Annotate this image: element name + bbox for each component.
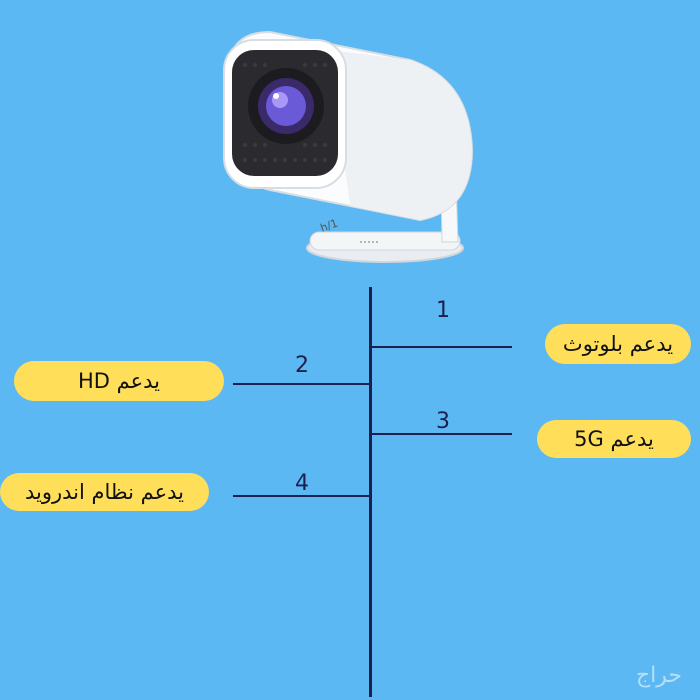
feature-4-number: 4 <box>295 471 309 496</box>
feature-2-number: 2 <box>295 353 309 378</box>
watermark-logo: حراج <box>635 663 682 688</box>
feature-4-connector <box>233 495 370 497</box>
feature-4-label: يدعم نظام اندرويد <box>0 473 209 511</box>
svg-text:h/1: h/1 <box>319 217 340 235</box>
feature-2-label: يدعم HD <box>14 361 224 401</box>
feature-3-label: يدعم 5G <box>537 420 691 458</box>
feature-1-label: يدعم بلوتوث <box>545 324 691 364</box>
feature-1-number: 1 <box>436 298 450 323</box>
feature-3-connector <box>372 433 512 435</box>
feature-1-connector <box>372 346 512 348</box>
feature-3-number: 3 <box>436 409 450 434</box>
feature-2-connector <box>233 383 370 385</box>
timeline-line <box>369 287 372 697</box>
projector-image: h/1 <box>223 30 474 263</box>
